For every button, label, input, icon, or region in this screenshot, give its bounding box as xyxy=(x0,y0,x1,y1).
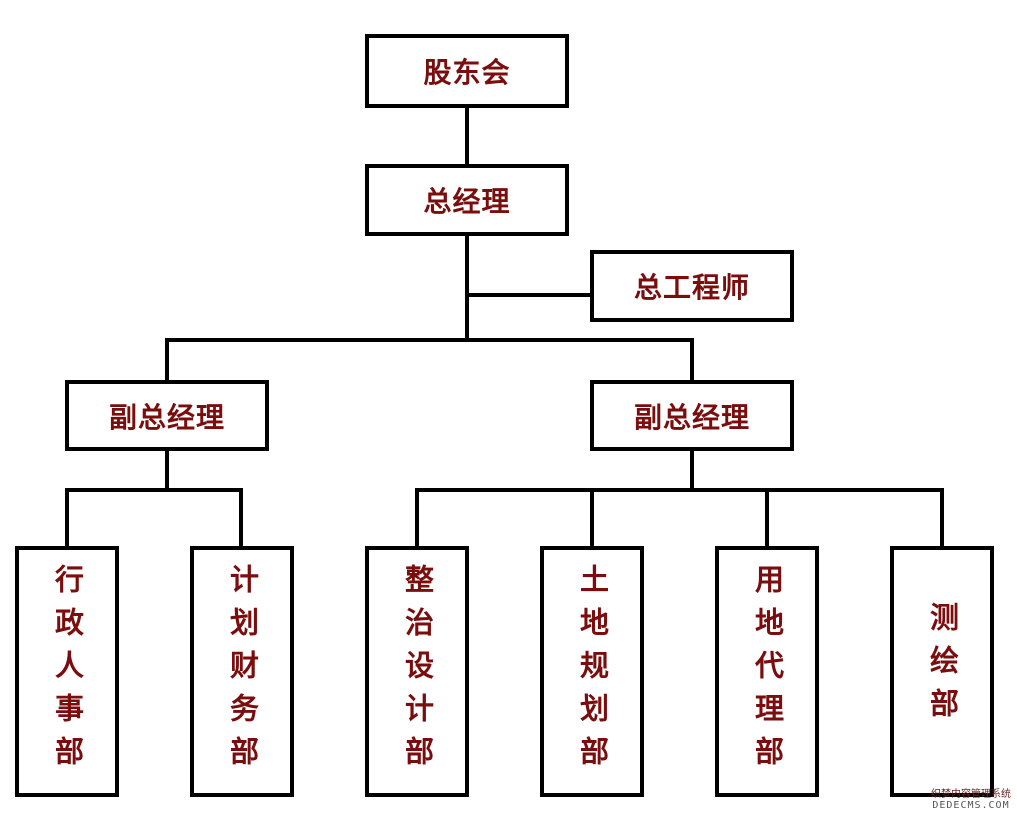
dept-admin-hr-box: 行政人事部 xyxy=(15,546,119,797)
dept-planning-finance-label: 计划财务部 xyxy=(225,564,260,779)
connector-admin-hr-drop xyxy=(65,488,69,548)
dept-land-planning-box: 土地规划部 xyxy=(540,546,644,797)
watermark: 织梦内容管理系统 DEDECMS.COM xyxy=(931,789,1011,811)
connector-left-dept-stem xyxy=(165,449,169,491)
watermark-line1: 织梦内容管理系统 xyxy=(931,789,1011,800)
connector-planning-finance-drop xyxy=(239,488,243,548)
dept-surveying-box: 测绘部 xyxy=(890,546,994,797)
connector-land-planning-drop xyxy=(590,488,594,548)
dept-surveying-label: 测绘部 xyxy=(925,602,960,731)
general-manager-box: 总经理 xyxy=(365,164,569,236)
dept-planning-finance-box: 计划财务部 xyxy=(190,546,294,797)
watermark-line2: DEDECMS.COM xyxy=(932,800,1010,811)
general-manager-label: 总经理 xyxy=(423,185,511,218)
dept-land-agency-box: 用地代理部 xyxy=(715,546,819,797)
deputy-gm-right-label: 副总经理 xyxy=(633,400,750,434)
connector-right-dept-stem xyxy=(690,449,694,491)
connector-right-dept-horizontal xyxy=(415,488,944,492)
connector-renovation-design-drop xyxy=(415,488,419,548)
deputy-gm-right-box: 副总经理 xyxy=(590,380,794,451)
connector-land-agency-drop xyxy=(765,488,769,548)
connector-surveying-drop xyxy=(940,488,944,548)
deputy-gm-left-label: 副总经理 xyxy=(108,400,225,434)
dept-admin-hr-label: 行政人事部 xyxy=(50,564,85,779)
dept-renovation-design-label: 整治设计部 xyxy=(400,564,435,779)
connector-gm-trunk xyxy=(465,234,469,340)
connector-deputy-horizontal xyxy=(165,338,694,342)
connector-shareholders-gm xyxy=(465,106,469,168)
dept-land-planning-label: 土地规划部 xyxy=(575,564,610,779)
connector-deputy-right-drop xyxy=(690,338,694,382)
dept-renovation-design-box: 整治设计部 xyxy=(365,546,469,797)
connector-chief-engineer xyxy=(465,293,593,297)
connector-deputy-left-drop xyxy=(165,338,169,382)
connector-left-dept-horizontal xyxy=(65,488,243,492)
chief-engineer-box: 总工程师 xyxy=(590,250,794,322)
dept-land-agency-label: 用地代理部 xyxy=(750,564,785,779)
shareholders-box: 股东会 xyxy=(365,34,569,108)
chief-engineer-label: 总工程师 xyxy=(633,271,750,304)
deputy-gm-left-box: 副总经理 xyxy=(65,380,269,451)
shareholders-label: 股东会 xyxy=(423,56,511,89)
